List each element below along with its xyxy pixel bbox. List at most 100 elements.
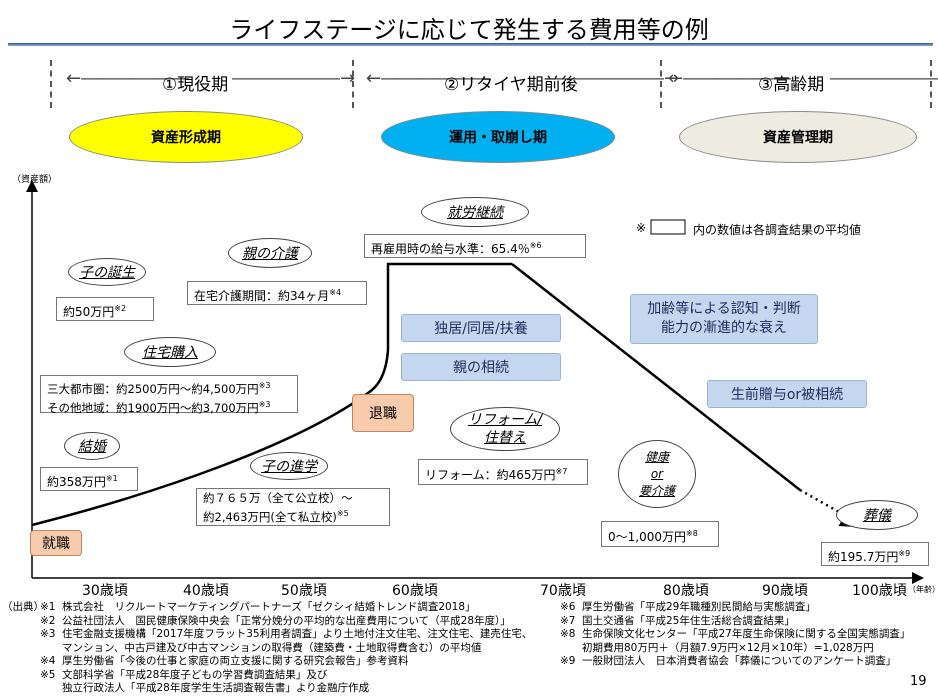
x-tick: 100歳頃 <box>852 583 907 599</box>
value-box-parent-care: 在宅介護期間：約34ヶ月※4 <box>187 281 367 305</box>
cloud-continued-work: 就労継続 <box>421 197 529 227</box>
source-text: マンション、中古戸建及び中古マンションの取得費（建築費・土地取得費含む）の平均値 <box>62 641 482 654</box>
page-number: 19 <box>910 674 927 689</box>
source-number: ※2 <box>40 614 56 627</box>
event-living-arrangement: 独居/同居/扶養 <box>401 314 561 342</box>
value-text: 約2,463万円(全て私立校) <box>203 509 337 524</box>
cloud-label: 結婚 <box>78 439 106 455</box>
source-line: 独立行政法人「平成28年度学生生活調査報告書」より金融庁作成 <box>40 682 532 696</box>
source-number: ※9 <box>560 655 576 667</box>
cloud-label: or <box>650 466 664 481</box>
phase-divider <box>930 60 932 108</box>
cloud-shape <box>836 500 918 530</box>
cloud-shape <box>421 197 529 227</box>
value-box-child-education: 約７６５万（全て公立校）～ 約2,463万円(全て私立校)※5 <box>196 488 390 526</box>
event-gift-inheritance: 生前贈与or被相続 <box>707 380 867 408</box>
value-text: 約195.7万円 <box>828 550 899 564</box>
cloud-label: 健康 <box>644 449 669 464</box>
value-box-renovation: リフォーム：約465万円※7 <box>418 459 588 485</box>
page-title: ライフステージに応じて発生する費用等の例 <box>229 16 709 44</box>
cloud-child-education: 子の進学 <box>250 452 328 480</box>
sources-left: ※1 株式会社 リクルートマーケティングパートナーズ「ゼクシィ結婚トレンド調査20… <box>40 601 532 696</box>
cloud-shape <box>450 407 560 451</box>
stage-label: 運用・取崩し期 <box>449 130 547 146</box>
note-mark: ※3 <box>258 399 271 409</box>
cloud-marriage: 結婚 <box>64 432 120 460</box>
legend-text: 内の数値は各調査結果の平均値 <box>693 223 862 237</box>
cloud-child-birth: 子の誕生 <box>68 258 146 286</box>
cloud-label: 子の誕生 <box>79 265 135 281</box>
source-number: ※5 <box>40 668 56 681</box>
asset-curve-declining <box>511 263 801 491</box>
note-mark: ※2 <box>114 304 127 313</box>
x-tick: 40歳頃 <box>183 583 229 599</box>
note-mark: ※8 <box>686 529 698 538</box>
source-text: 厚生労働省「平成29年職種別民間給与実態調査」 <box>582 601 816 613</box>
cloud-label: 親の介護 <box>242 246 298 262</box>
value-box-house-purchase: 三大都市圏：約2500万円～約4,500万円※3 その他地域：約1900万円～約… <box>40 375 298 415</box>
event-label: 退職 <box>369 406 397 422</box>
cloud-shape <box>618 440 696 508</box>
source-line: マンション、中古戸建及び中古マンションの取得費（建築費・土地取得費含む）の平均値 <box>40 642 532 656</box>
source-line: ※3 住宅金融支援機構「2017年度フラット35利用者調査」より土地付注文住宅、注… <box>40 628 532 642</box>
phase-arrow-right: ――――――→ <box>830 68 938 89</box>
value-box-funeral: 約195.7万円※9 <box>821 542 929 566</box>
value-box-health-care: 0～1,000万円※8 <box>601 521 719 547</box>
source-number: ※3 <box>40 628 56 640</box>
source-text: 初期費用80万円＋（月額7.9万円×12月×10年）=1,028万円 <box>582 641 874 654</box>
value-text: 三大都市圏：約2500万円～約4,500万円 <box>47 381 259 396</box>
source-text: 株式会社 リクルートマーケティングパートナーズ「ゼクシィ結婚トレンド調査2018… <box>62 601 476 613</box>
source-number: ※7 <box>560 614 576 627</box>
source-line: ※7 国土交通省「平成25年住生活総合調査結果」 <box>560 615 910 629</box>
stage-ellipse-asset-management: 資産管理期 <box>679 111 917 163</box>
phase-arrow-right: ――――――→ <box>232 68 356 89</box>
phase-label-3: ③高齢期 <box>758 75 825 95</box>
cloud-label: 子の進学 <box>261 459 317 475</box>
cloud-shape <box>68 258 146 286</box>
event-cognitive-decline: 加齢等による認知・判断能力の漸進的な衰え <box>630 294 818 344</box>
phase-arrow-left: ←―――――― <box>366 68 490 89</box>
phase-label-1: ①現役期 <box>162 75 229 95</box>
sources-label: （出典） <box>2 601 44 613</box>
source-text: 厚生労働省「今後の仕事と家庭の両立支援に関する研究会報告」参考資料 <box>62 655 409 667</box>
event-first-job: 就職 <box>30 530 82 556</box>
value-text: その他地域：約1900万円～約3,700万円 <box>47 400 259 415</box>
note-mark: ※5 <box>336 509 349 518</box>
cloud-health-care: 健康 or 要介護 <box>618 440 696 508</box>
source-text: 住宅金融支援機構「2017年度フラット35利用者調査」より土地付注文住宅、注文住… <box>62 628 533 640</box>
x-tick: 80歳頃 <box>663 583 709 599</box>
note-mark: ※7 <box>555 467 568 476</box>
cloud-renovation: リフォーム/住替え <box>450 407 560 451</box>
note-mark: ※3 <box>258 381 271 390</box>
value-text: リフォーム：約465万円 <box>425 468 556 482</box>
cloud-shape <box>250 452 328 480</box>
phase-arrow-right: ――――――→ <box>556 68 680 89</box>
cloud-house-purchase: 住宅購入 <box>124 337 216 367</box>
cloud-shape <box>124 337 216 367</box>
x-tick: 60歳頃 <box>392 583 438 599</box>
source-number: ※1 <box>40 601 56 613</box>
phase-divider <box>660 60 662 108</box>
source-number: ※4 <box>40 655 56 667</box>
legend-mark: ※ <box>636 221 647 235</box>
stage-label: 資産管理期 <box>763 130 833 146</box>
phase-arrow-left: ←―――――― <box>66 68 190 89</box>
note-mark: ※9 <box>898 549 911 558</box>
phase-divider <box>352 60 354 108</box>
value-box-marriage: 約358万円※1 <box>40 467 138 491</box>
cloud-label: 就労継続 <box>447 205 503 221</box>
value-text: 約358万円 <box>47 475 106 489</box>
value-text: 約50万円 <box>63 305 115 319</box>
cloud-shape <box>64 432 120 460</box>
cloud-label: 要介護 <box>638 483 675 498</box>
cloud-label: 住宅購入 <box>142 345 198 361</box>
source-text: 国土交通省「平成25年住生活総合調査結果」 <box>582 614 795 627</box>
note-mark: ※4 <box>329 288 342 297</box>
event-label: 就職 <box>42 536 70 552</box>
value-text: 再雇用時の給与水準：65.4％ <box>371 242 530 256</box>
